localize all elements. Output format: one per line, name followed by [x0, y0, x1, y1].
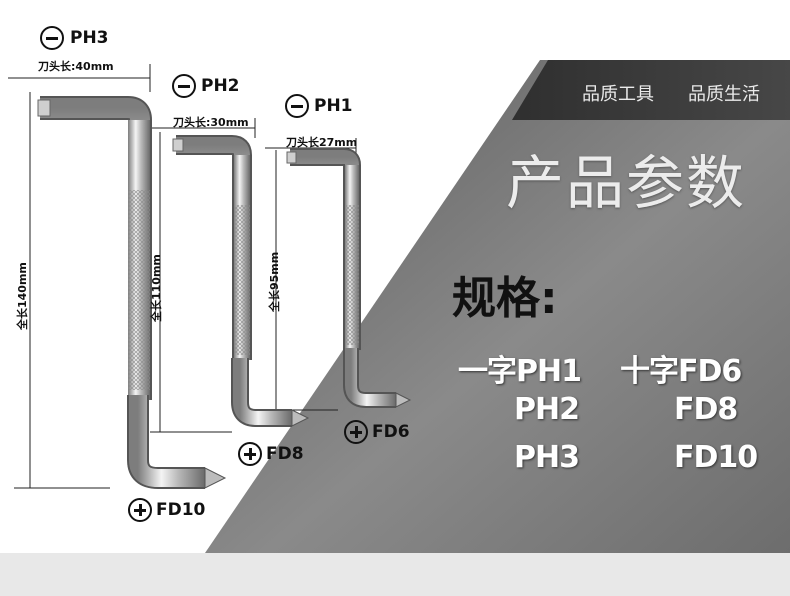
tool-ph2-tip-length: 刀头长:30mm: [173, 116, 249, 129]
tool-ph3-total-length: 全长140mm: [16, 262, 29, 330]
spec-row-2-left: PH2: [514, 392, 580, 427]
wrench-ph1: [286, 148, 412, 408]
tool-ph2-phillips-label: FD8: [266, 444, 304, 464]
tool-ph3-phillips-label: FD10: [156, 500, 206, 520]
tool-ph3-slot-label: PH3: [70, 28, 109, 48]
tagline-right: 品质生活: [688, 84, 760, 105]
spec-row-1-left: 一字PH1: [458, 354, 582, 389]
spec-row-2-right: FD8: [674, 392, 738, 427]
tool-ph1-tip-length: 刀头长27mm: [286, 136, 358, 149]
tool-ph1-phillips-label: FD6: [372, 422, 410, 442]
slot-icon: [172, 74, 196, 98]
phillips-icon: [344, 420, 368, 444]
tool-ph1-total-length: 全长95mm: [268, 251, 281, 312]
phillips-icon: [128, 498, 152, 522]
tool-ph2-total-length: 全长110mm: [150, 254, 163, 322]
spec-row-3-right: FD10: [674, 440, 758, 475]
tagline-left: 品质工具: [582, 84, 654, 105]
wrench-ph3: [37, 96, 227, 489]
tool-ph3-tip-length: 刀头长:40mm: [38, 60, 114, 73]
spec-row-1-right: 十字FD6: [620, 354, 742, 389]
tool-ph2-slot-label: PH2: [201, 76, 240, 96]
wrench-ph2: [172, 135, 310, 427]
specs-title: 规格:: [452, 273, 558, 324]
spec-row-3-left: PH3: [514, 440, 580, 475]
slot-icon: [285, 94, 309, 118]
tool-ph1-slot-label: PH1: [314, 96, 353, 116]
slot-icon: [40, 26, 64, 50]
phillips-icon: [238, 442, 262, 466]
page-title: 产品参数: [506, 149, 747, 217]
